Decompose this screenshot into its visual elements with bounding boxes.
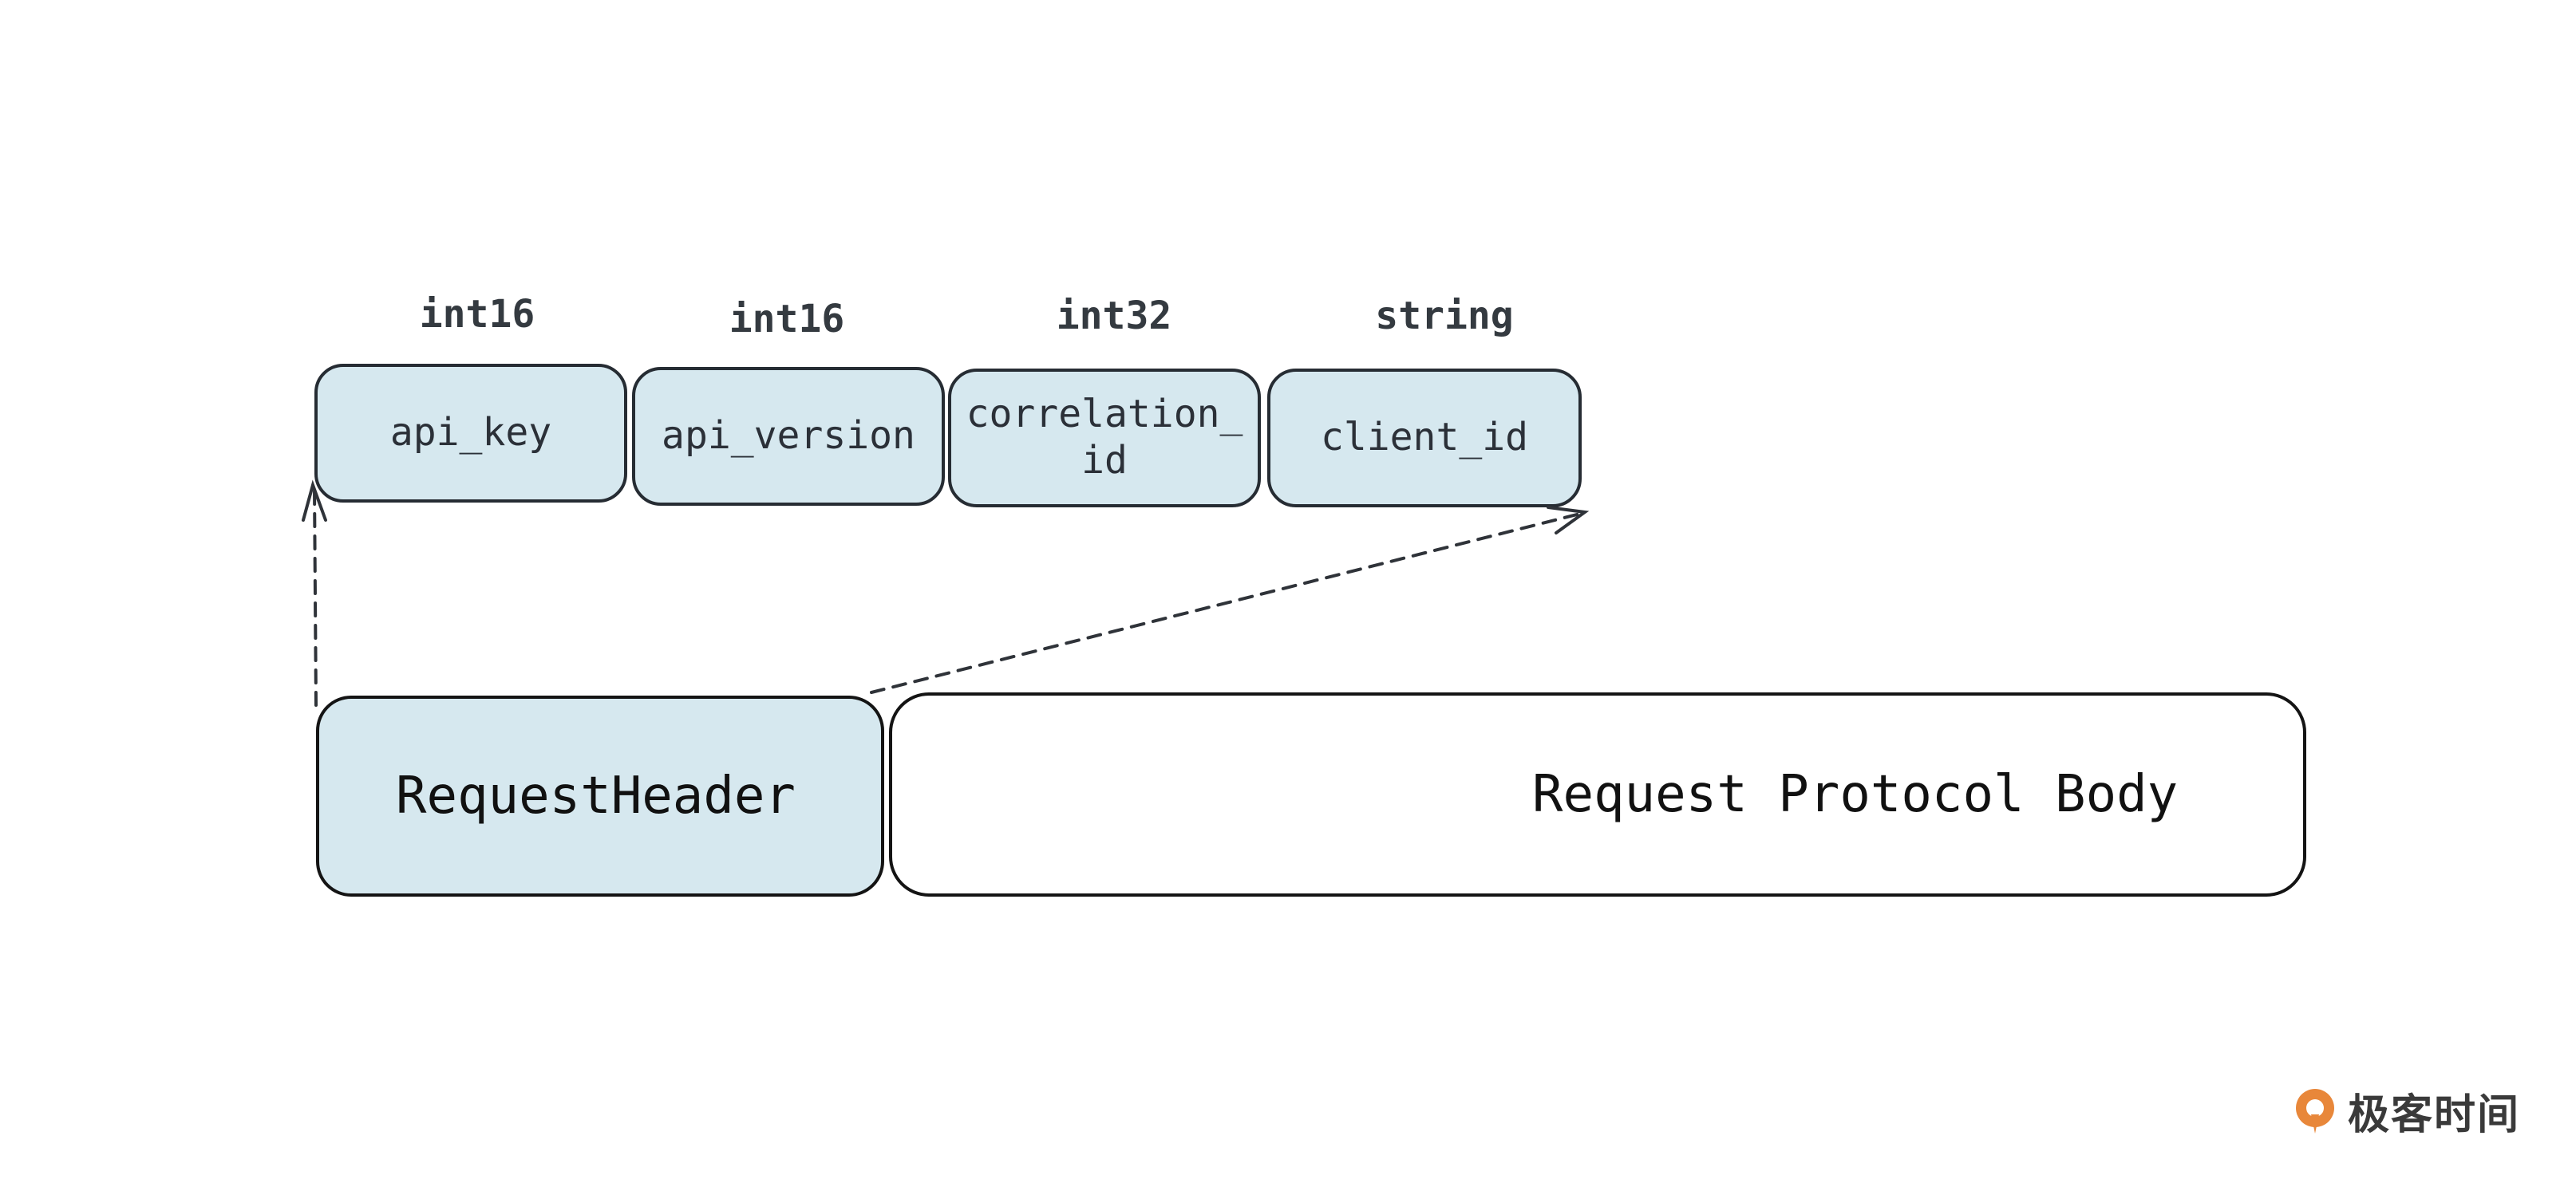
- geektime-logo: 极客时间: [2290, 1079, 2520, 1142]
- field-type-label: string: [1375, 294, 1514, 338]
- field-box-api-key: api_key: [314, 364, 627, 503]
- arrow-up-dashed: [313, 487, 318, 707]
- field-type-label: int16: [419, 292, 535, 337]
- geektime-logo-text: 极客时间: [2348, 1090, 2521, 1139]
- request-body-label: Request Protocol Body: [1532, 765, 2179, 824]
- geektime-logo-icon: [2296, 1089, 2334, 1134]
- request-header-label: RequestHeader: [396, 767, 796, 826]
- field-box-api-version: api_version: [632, 367, 945, 506]
- field-box-correlation-id: correlation_ id: [948, 369, 1261, 507]
- request-header-box: RequestHeader: [316, 696, 884, 897]
- field-type-label: int32: [1056, 294, 1172, 338]
- arrow-diagonal-head: [1547, 506, 1590, 534]
- request-body-box: Request Protocol Body: [889, 692, 2306, 897]
- field-type-label: int16: [729, 297, 845, 341]
- arrow-diagonal-dashed: [870, 512, 1582, 694]
- field-box-client-id: client_id: [1267, 369, 1582, 507]
